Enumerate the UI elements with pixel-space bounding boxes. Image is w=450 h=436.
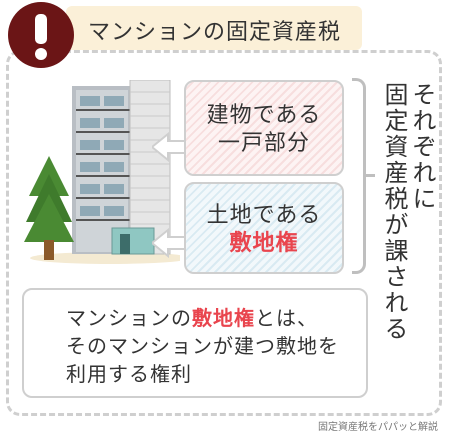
land-box-line2: 敷地権 bbox=[229, 231, 299, 256]
land-right-box: 土地である 敷地権 bbox=[184, 182, 344, 274]
definition-line1-pre: マンションの bbox=[66, 306, 192, 330]
side-note: それぞれに 固定資産税が課される bbox=[376, 82, 436, 342]
arrow-left-icon bbox=[152, 132, 188, 162]
bracket bbox=[352, 78, 366, 274]
arrow-left-icon bbox=[152, 228, 188, 258]
definition-line1-highlight: 敷地権 bbox=[192, 306, 255, 330]
side-note-col1: それぞれに bbox=[408, 82, 436, 212]
definition-line2: そのマンションが建つ敷地を bbox=[66, 334, 339, 358]
exclamation-icon bbox=[8, 2, 74, 68]
land-box-line1: 土地である bbox=[206, 203, 322, 228]
tree-illustration bbox=[24, 156, 74, 260]
bracket-tip bbox=[365, 174, 375, 177]
definition-line3: 利用する権利 bbox=[66, 362, 192, 386]
content-frame bbox=[6, 50, 442, 416]
building-box-line1: 建物である bbox=[206, 103, 322, 128]
page-title: マンションの固定資産税 bbox=[88, 20, 342, 45]
definition-line1-post: とは、 bbox=[255, 306, 318, 330]
definition-box: マンションの敷地権とは、 そのマンションが建つ敷地を 利用する権利 bbox=[22, 288, 368, 398]
title-bar bbox=[66, 6, 362, 50]
building-box-line2: 一戸部分 bbox=[217, 131, 310, 156]
apartment-building-illustration bbox=[30, 80, 180, 264]
definition-text: マンションの敷地権とは、 そのマンションが建つ敷地を 利用する権利 bbox=[66, 304, 339, 388]
credit-text: 固定資産税をパパッと解説 bbox=[318, 422, 438, 433]
building-unit-box: 建物である 一戸部分 bbox=[184, 80, 344, 176]
side-note-col2: 固定資産税が課される bbox=[380, 82, 408, 342]
